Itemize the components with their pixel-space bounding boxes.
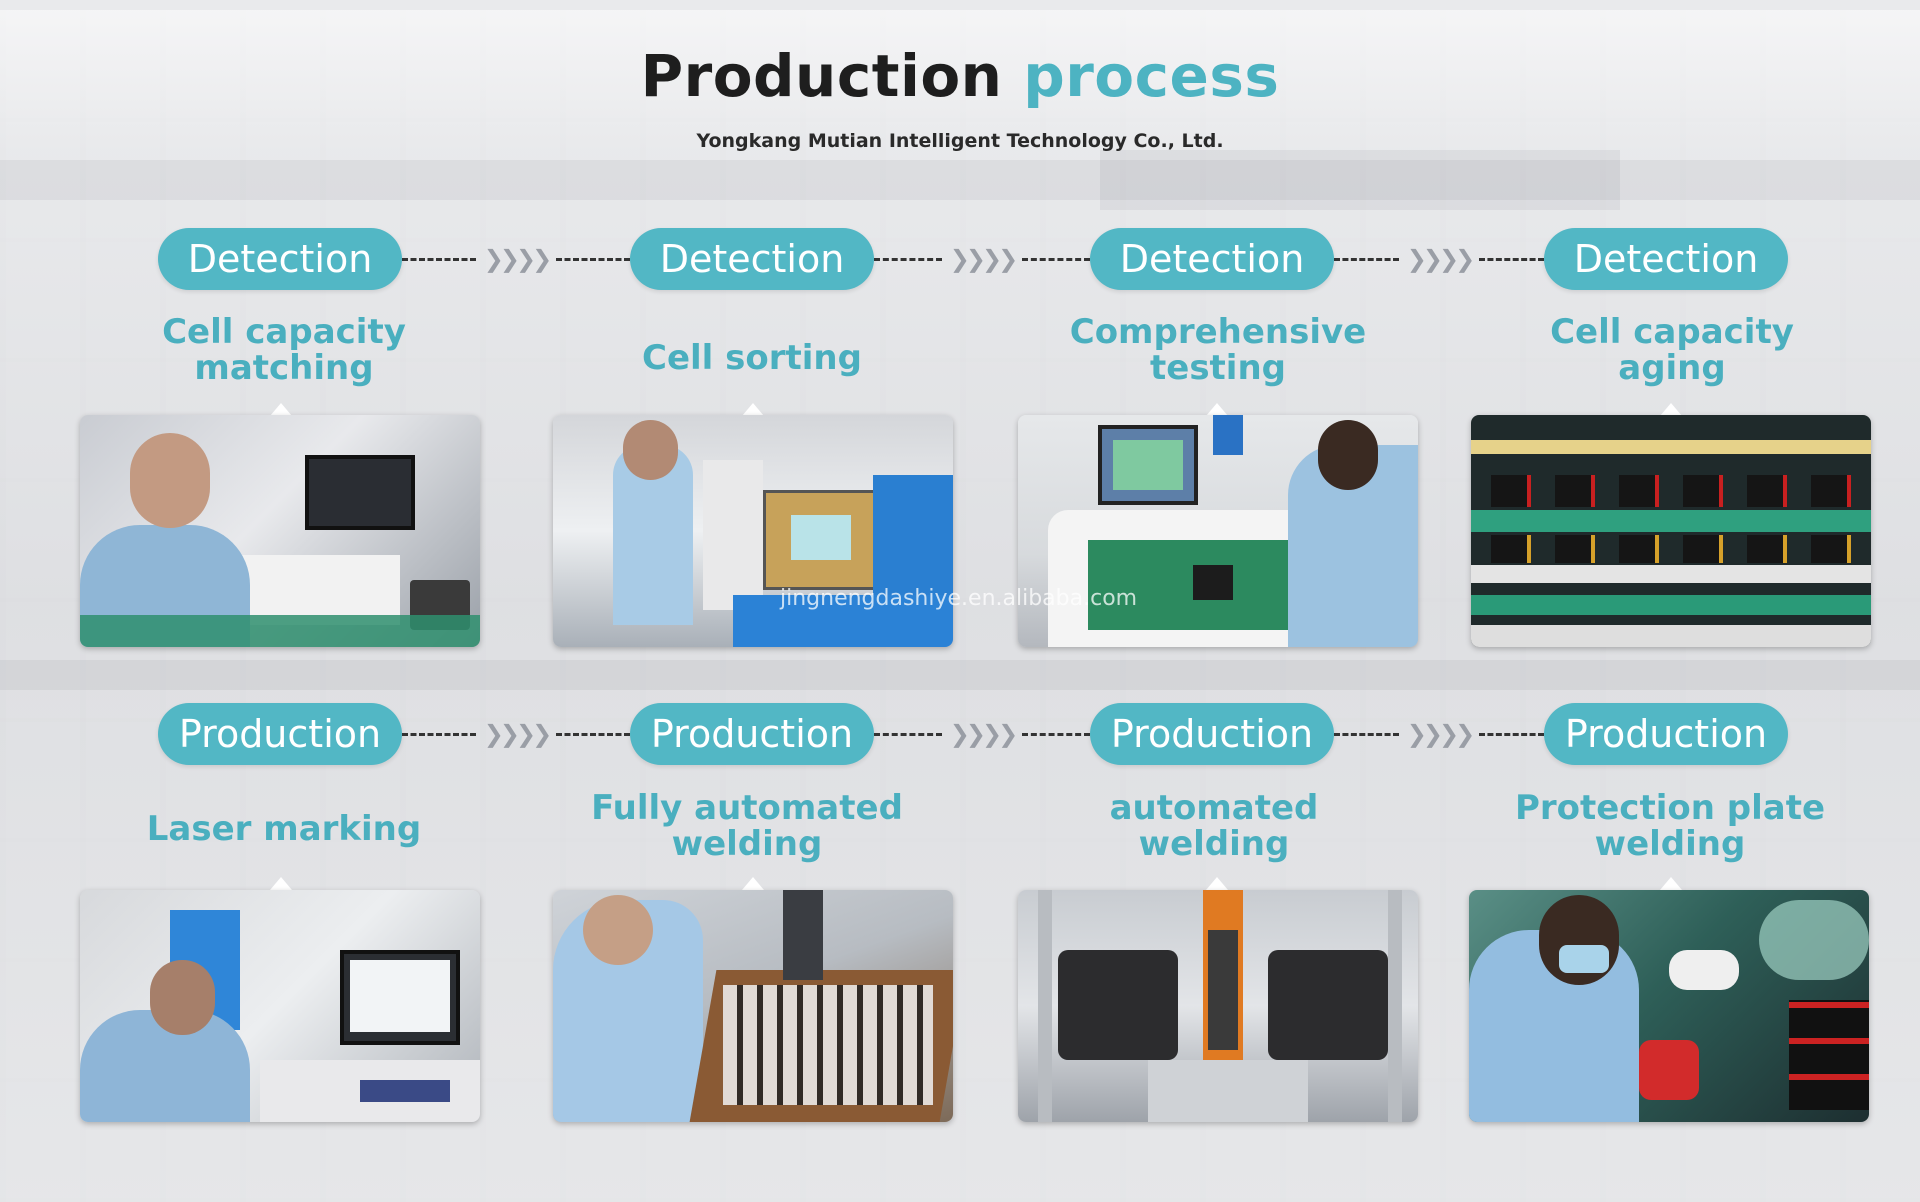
company-name: Yongkang Mutian Intelligent Technology C… [696, 130, 1224, 152]
background-beam [0, 160, 1920, 200]
flow-connector: ❯❯❯❯ [402, 720, 630, 748]
photo-comprehensive-testing [1018, 415, 1418, 647]
photo-cell-capacity-aging [1471, 415, 1871, 647]
title-main: Production [640, 42, 1003, 110]
flow-connector: ❯❯❯❯ [1334, 245, 1544, 273]
photo-pointer [270, 877, 292, 890]
step-label: Cell sorting [562, 340, 942, 376]
watermark: jingnengdashiye.en.alibaba.com [780, 586, 1138, 611]
photo-protection-plate-welding [1469, 890, 1869, 1122]
chevrons-right-icon: ❯❯❯❯ [1406, 245, 1475, 273]
step-label: Protection plate welding [1480, 790, 1860, 862]
step-label: automated welding [1024, 790, 1404, 862]
step-label-line: aging [1618, 348, 1726, 388]
step-label-line: Cell capacity [1550, 312, 1794, 352]
step-label-line: automated [1109, 788, 1319, 828]
flow-connector: ❯❯❯❯ [874, 245, 1090, 273]
chevrons-right-icon: ❯❯❯❯ [483, 245, 552, 273]
photo-pointer [270, 403, 292, 416]
step-label-line: Comprehensive [1069, 312, 1367, 352]
photo-pointer [1206, 877, 1228, 890]
step-label-line: welding [1594, 824, 1746, 864]
photo-automated-welding [1018, 890, 1418, 1122]
step-pill: Production [1090, 703, 1334, 765]
step-pill: Detection [1090, 228, 1334, 290]
flow-connector: ❯❯❯❯ [1334, 720, 1544, 748]
chevrons-right-icon: ❯❯❯❯ [483, 720, 552, 748]
step-label-line: Laser marking [146, 809, 422, 849]
step-label: Cell capacity matching [94, 314, 474, 386]
step-pill: Production [1544, 703, 1788, 765]
step-label-line: Cell sorting [642, 338, 862, 378]
step-label-line: testing [1150, 348, 1286, 388]
step-label-line: matching [194, 348, 374, 388]
chevrons-right-icon: ❯❯❯❯ [949, 245, 1018, 273]
background-beam [0, 660, 1920, 690]
step-label: Laser marking [94, 811, 474, 847]
flow-connector: ❯❯❯❯ [874, 720, 1090, 748]
step-label-line: Cell capacity [162, 312, 406, 352]
flow-connector: ❯❯❯❯ [402, 245, 630, 273]
step-label-line: welding [671, 824, 823, 864]
step-pill: Production [630, 703, 874, 765]
photo-cell-sorting [553, 415, 953, 647]
photo-pointer [1660, 403, 1682, 416]
step-pill: Detection [1544, 228, 1788, 290]
step-label-line: Protection plate [1514, 788, 1826, 828]
page-title: Production process [0, 42, 1920, 110]
photo-pointer [742, 403, 764, 416]
step-label: Comprehensive testing [1028, 314, 1408, 386]
photo-pointer [1206, 403, 1228, 416]
photo-pointer [1660, 877, 1682, 890]
background-window-band [1100, 150, 1620, 210]
photo-fully-automated-welding [553, 890, 953, 1122]
photo-cell-capacity-matching [80, 415, 480, 647]
step-pill: Detection [630, 228, 874, 290]
step-pill: Detection [158, 228, 402, 290]
step-pill: Production [158, 703, 402, 765]
step-label: Cell capacity aging [1482, 314, 1862, 386]
step-label-line: Fully automated [591, 788, 903, 828]
step-label-line: welding [1138, 824, 1290, 864]
step-label: Fully automated welding [557, 790, 937, 862]
photo-pointer [742, 877, 764, 890]
title-accent: process [1023, 42, 1280, 110]
top-strip [0, 0, 1920, 10]
photo-laser-marking [80, 890, 480, 1122]
chevrons-right-icon: ❯❯❯❯ [949, 720, 1018, 748]
chevrons-right-icon: ❯❯❯❯ [1406, 720, 1475, 748]
